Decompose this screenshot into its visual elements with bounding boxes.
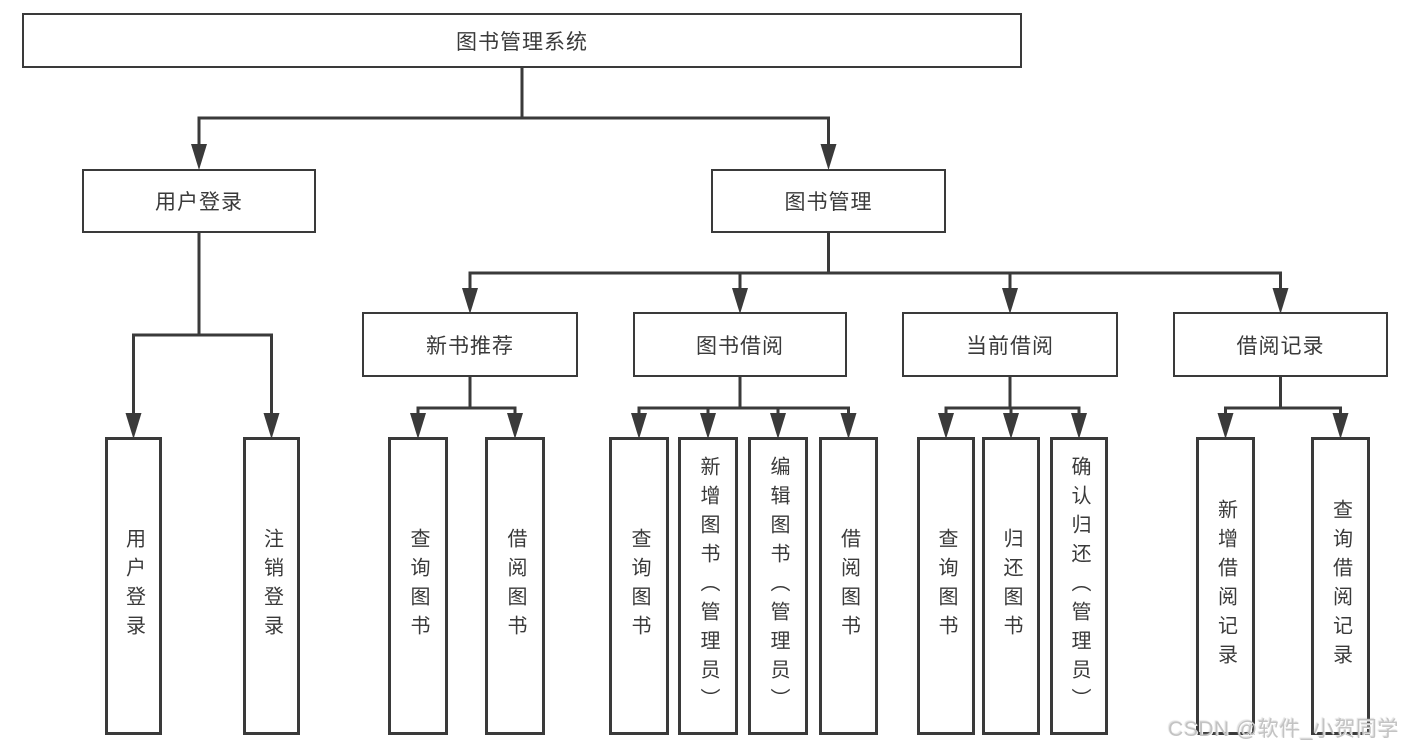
node-root-system: 图书管理系统: [22, 13, 1022, 68]
leaf-label: 查询借阅记录: [1329, 499, 1352, 673]
node-label: 图书管理系统: [456, 30, 588, 54]
leaf-label: 借阅图书: [837, 528, 860, 644]
node-book-borrow: 图书借阅: [633, 312, 847, 377]
leaf-record-add-borrow-record: 新增借阅记录: [1196, 437, 1255, 735]
node-user-login: 用户登录: [82, 169, 316, 233]
leaf-borrow-query-book: 查询图书: [609, 437, 669, 735]
leaf-label: 查询图书: [628, 528, 650, 644]
leaf-label: 新增借阅记录: [1214, 499, 1237, 673]
leaf-label: 归还图书: [1000, 528, 1022, 644]
leaf-label: 用户登录: [122, 528, 145, 644]
leaf-logout: 注销登录: [243, 437, 300, 735]
node-label: 图书管理: [784, 191, 873, 214]
node-label: 当前借阅: [966, 334, 1054, 358]
leaf-newbook-query-book: 查询图书: [388, 437, 448, 735]
leaf-label: 借阅图书: [504, 528, 526, 644]
leaf-label: 注销登录: [260, 528, 283, 644]
leaf-label: 新增图书（管理员）: [697, 455, 719, 717]
csdn-watermark: CSDN @软件_小贺同学: [1168, 718, 1399, 741]
node-borrow-record: 借阅记录: [1173, 312, 1388, 377]
node-label: 用户登录: [155, 191, 243, 214]
node-label: 图书借阅: [696, 334, 784, 358]
leaf-borrow-edit-book-admin: 编辑图书（管理员）: [748, 437, 808, 735]
leaf-newbook-borrow-book: 借阅图书: [485, 437, 545, 735]
leaf-borrow-add-book-admin: 新增图书（管理员）: [678, 437, 738, 735]
node-new-book-recommend: 新书推荐: [362, 312, 578, 377]
leaf-record-query-borrow-record: 查询借阅记录: [1311, 437, 1370, 735]
leaf-user-login: 用户登录: [105, 437, 162, 735]
leaf-current-return-book: 归还图书: [982, 437, 1040, 735]
leaf-current-confirm-return-admin: 确认归还（管理员）: [1050, 437, 1108, 735]
leaf-current-query-book: 查询图书: [917, 437, 975, 735]
leaf-borrow-borrow-book: 借阅图书: [819, 437, 878, 735]
node-book-management: 图书管理: [711, 169, 946, 233]
node-current-borrow: 当前借阅: [902, 312, 1118, 377]
leaf-label: 查询图书: [407, 528, 429, 644]
node-label: 新书推荐: [426, 334, 514, 358]
node-label: 借阅记录: [1236, 334, 1325, 358]
leaf-label: 查询图书: [935, 528, 957, 644]
leaf-label: 编辑图书（管理员）: [767, 455, 789, 717]
leaf-label: 确认归还（管理员）: [1068, 455, 1090, 717]
